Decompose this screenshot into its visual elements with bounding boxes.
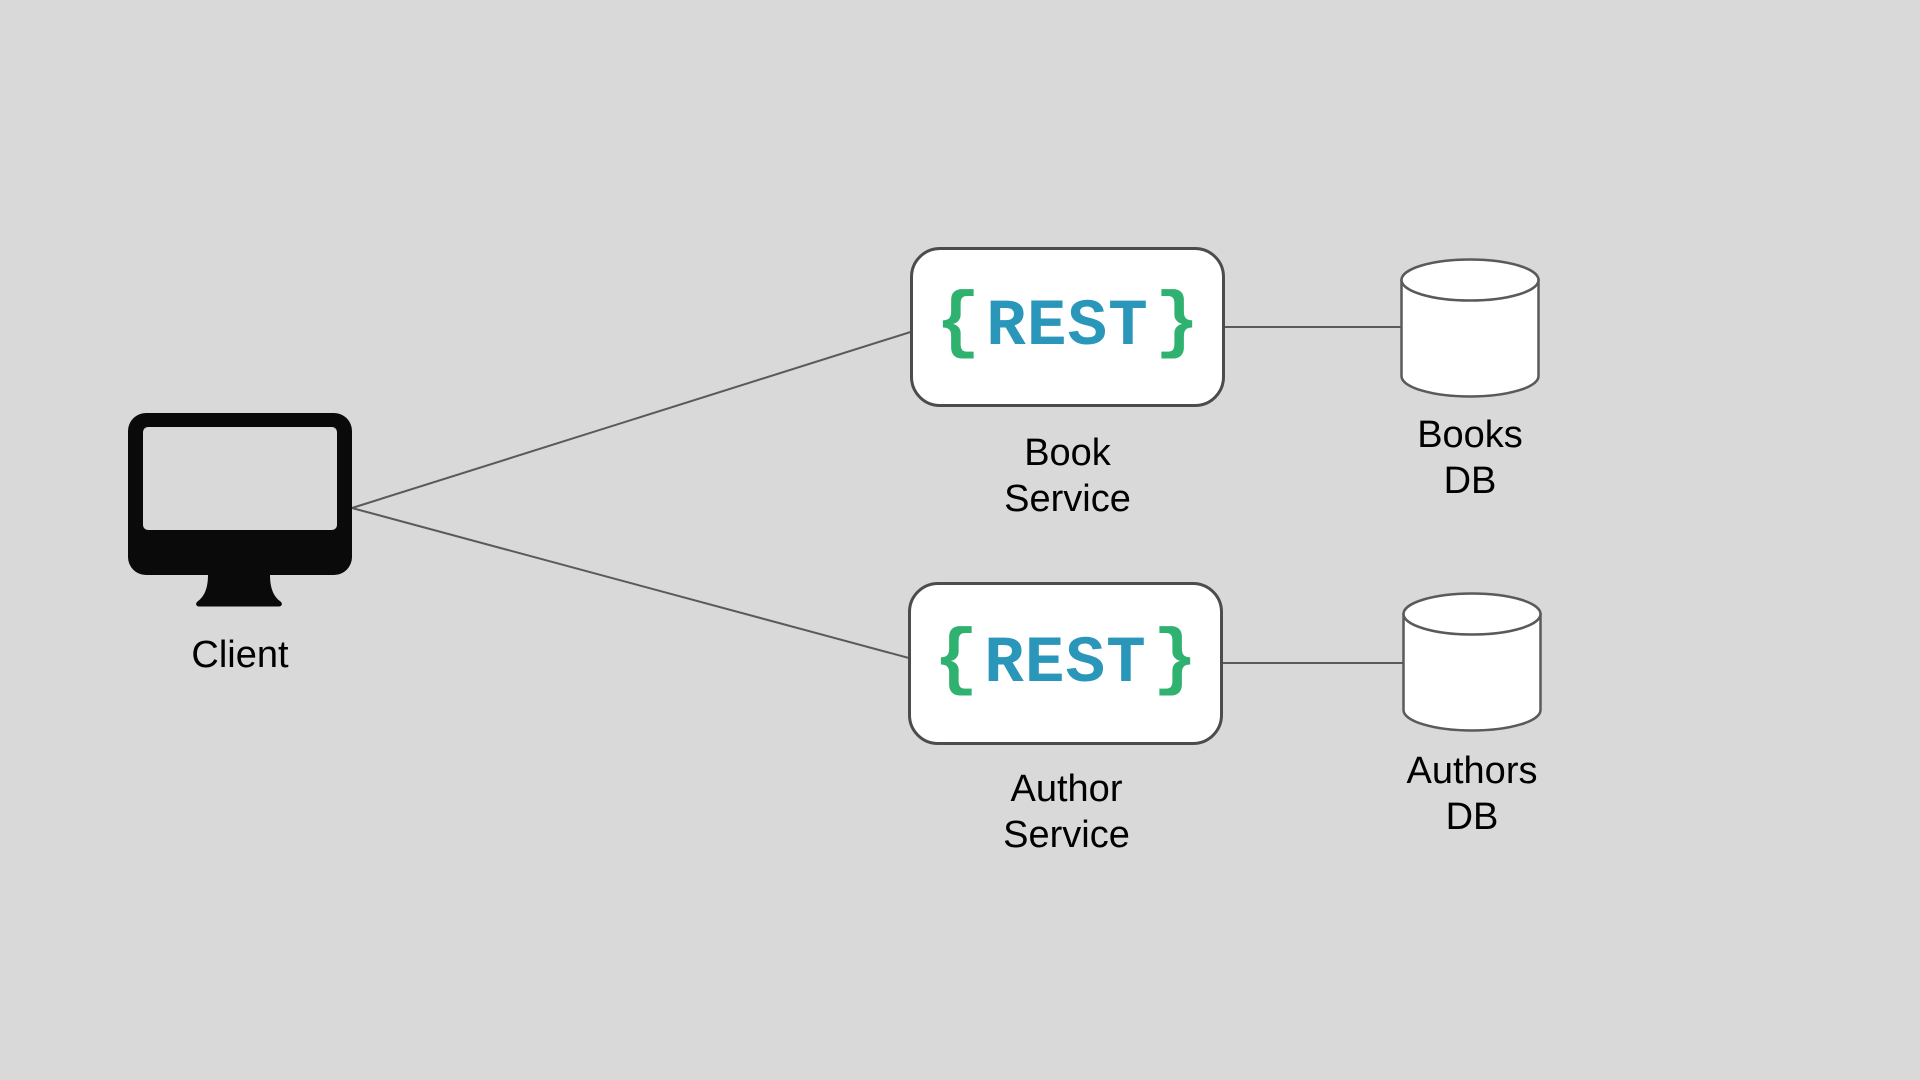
rest-brace-left: { xyxy=(935,282,981,366)
rest-logo-text: REST xyxy=(984,625,1147,701)
authors-db-label-line1: Authors xyxy=(1406,750,1538,792)
authors-db-label-line2: DB xyxy=(1445,796,1499,838)
authors-db-label: Authors DB xyxy=(1402,748,1542,840)
books-db-label-line1: Books xyxy=(1417,414,1523,456)
edge-client-book-service xyxy=(351,328,921,509)
author-service-label-line2: Service xyxy=(1003,814,1130,856)
rest-brace-left: { xyxy=(933,618,979,703)
book-service-label-line2: Service xyxy=(1004,478,1131,520)
book-service-label-line1: Book xyxy=(1024,432,1111,474)
rest-logo-text: REST xyxy=(986,289,1149,364)
rest-brace-right: } xyxy=(1152,618,1198,703)
edge-client-author-service xyxy=(351,507,921,662)
node-book-service: { REST } xyxy=(910,247,1225,407)
author-service-label: Author Service xyxy=(908,766,1225,858)
books-db-label-line2: DB xyxy=(1443,460,1497,502)
rest-brace-right: } xyxy=(1154,282,1200,366)
authors-db-database-cylinder-icon xyxy=(1402,592,1542,732)
desktop-monitor-icon xyxy=(128,413,352,607)
node-author-service: { REST } xyxy=(908,582,1223,745)
books-db-label: Books DB xyxy=(1400,412,1540,504)
client-label: Client xyxy=(128,632,352,678)
author-service-label-line1: Author xyxy=(1010,768,1123,810)
books-db-database-cylinder-icon xyxy=(1400,258,1540,398)
client-label-text: Client xyxy=(191,634,289,676)
book-service-label: Book Service xyxy=(910,430,1225,522)
